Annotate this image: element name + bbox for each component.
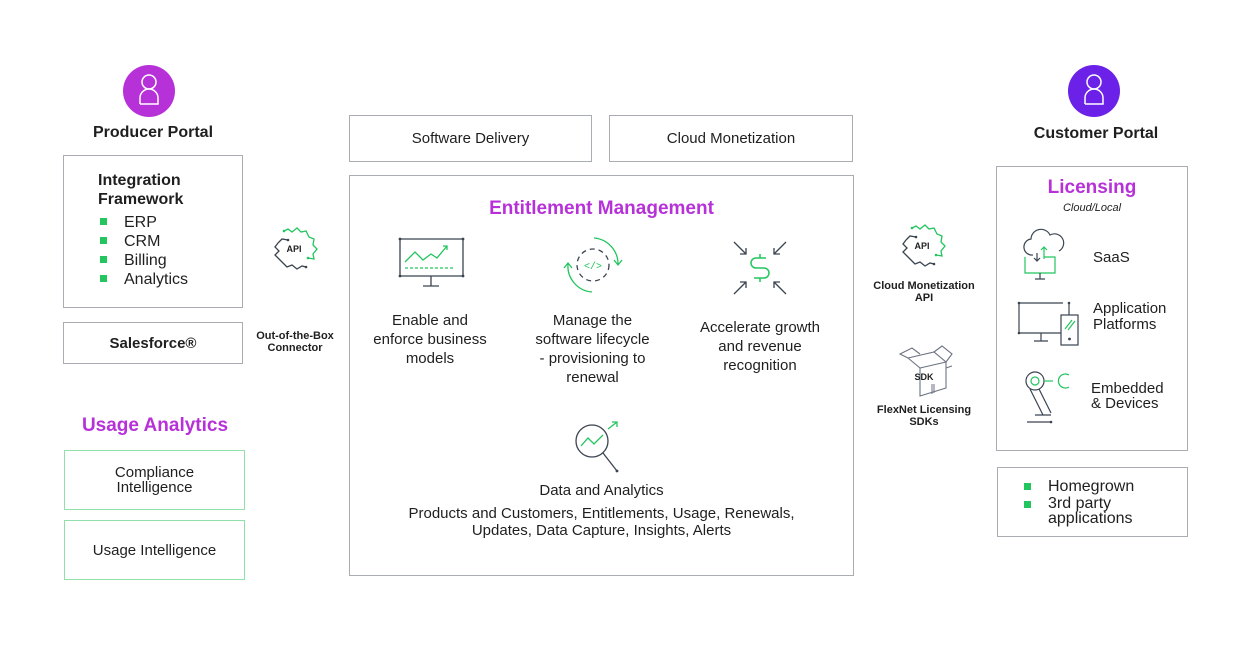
cloud-monetization-api-label: Cloud Monetization API xyxy=(873,280,975,304)
licensing-item-saas: SaaS xyxy=(1093,249,1130,266)
integration-list: ERP CRM Billing Analytics xyxy=(98,213,188,289)
integration-title-line1: Integration xyxy=(98,172,181,189)
sdk-box-icon: SDK xyxy=(898,345,953,397)
integration-item: ERP xyxy=(98,213,188,232)
connector-label: Out-of-the-Box Connector xyxy=(256,330,334,354)
applications-item: Homegrown xyxy=(1022,478,1148,496)
data-analytics-title: Data and Analytics xyxy=(539,482,664,499)
magnifier-chart-icon xyxy=(575,421,619,473)
salesforce-label: Salesforce® xyxy=(109,334,197,352)
entitlement-management-box: Entitlement Management Enable and enforc… xyxy=(349,175,854,576)
usage-intelligence-box: Usage Intelligence xyxy=(64,520,245,580)
integration-title-line2: Framework xyxy=(98,191,184,208)
user-icon xyxy=(1084,74,1104,105)
software-delivery-box: Software Delivery xyxy=(349,115,592,162)
licensing-title: Licensing xyxy=(1047,177,1137,198)
svg-text:</>: </> xyxy=(583,261,601,273)
entitlement-title: Entitlement Management xyxy=(489,198,714,219)
compliance-intelligence-box: Compliance Intelligence xyxy=(64,450,245,510)
cloud-saas-icon xyxy=(1023,228,1065,280)
flexnet-sdk-icon: SDK xyxy=(898,344,953,399)
licensing-box: Licensing Cloud/Local SaaS Application P… xyxy=(996,166,1188,451)
bullet-icon xyxy=(100,256,107,263)
robot-arm-icon xyxy=(1025,371,1070,424)
cloud-monetization-api-icon: API xyxy=(898,222,948,272)
licensing-item-embedded-devices: Embedded & Devices xyxy=(1091,380,1164,412)
usage-analytics-title: Usage Analytics xyxy=(81,415,229,436)
applications-list: Homegrown 3rd party applications xyxy=(1022,478,1148,527)
integration-item: Analytics xyxy=(98,270,188,289)
producer-portal-title: Producer Portal xyxy=(92,124,214,141)
applications-box: Homegrown 3rd party applications xyxy=(997,467,1188,537)
svg-text:SDK: SDK xyxy=(914,372,934,382)
api-gear-icon: API xyxy=(902,224,946,267)
salesforce-box: Salesforce® xyxy=(63,322,243,364)
feature-growth-revenue: Accelerate growth and revenue recognitio… xyxy=(685,238,835,375)
licensing-item-application-platforms: Application Platforms xyxy=(1093,300,1167,333)
feature-business-models: Enable and enforce business models xyxy=(360,234,500,368)
integration-item: CRM xyxy=(98,232,188,251)
monitor-phone-icon xyxy=(1017,301,1079,346)
monitor-chart-icon xyxy=(398,237,465,287)
svg-text:API: API xyxy=(286,244,301,254)
flexnet-sdk-label: FlexNet Licensing SDKs xyxy=(876,404,972,428)
customer-portal-title: Customer Portal xyxy=(1033,125,1159,142)
bullet-icon xyxy=(100,218,107,225)
bullet-icon xyxy=(100,237,107,244)
applications-item: 3rd party applications xyxy=(1022,496,1148,527)
customer-portal-avatar xyxy=(1068,65,1120,117)
connector-api-icon: API xyxy=(270,225,320,275)
code-cycle-icon: </> xyxy=(562,237,623,293)
producer-portal-avatar xyxy=(123,65,175,117)
bullet-icon xyxy=(1024,501,1031,508)
integration-item: Billing xyxy=(98,251,188,270)
api-gear-icon: API xyxy=(274,227,318,270)
data-analytics-description: Products and Customers, Entitlements, Us… xyxy=(408,505,795,539)
integration-framework-box: Integration Framework ERP CRM Billing An… xyxy=(63,155,243,308)
dollar-arrows-icon xyxy=(733,241,787,295)
bullet-icon xyxy=(1024,483,1031,490)
svg-text:API: API xyxy=(914,241,929,251)
licensing-subtitle: Cloud/Local xyxy=(1062,202,1122,214)
bullet-icon xyxy=(100,275,107,282)
cloud-monetization-box: Cloud Monetization xyxy=(609,115,853,162)
user-icon xyxy=(139,74,159,105)
feature-software-lifecycle: </> Manage the software lifecycle - prov… xyxy=(520,234,665,387)
